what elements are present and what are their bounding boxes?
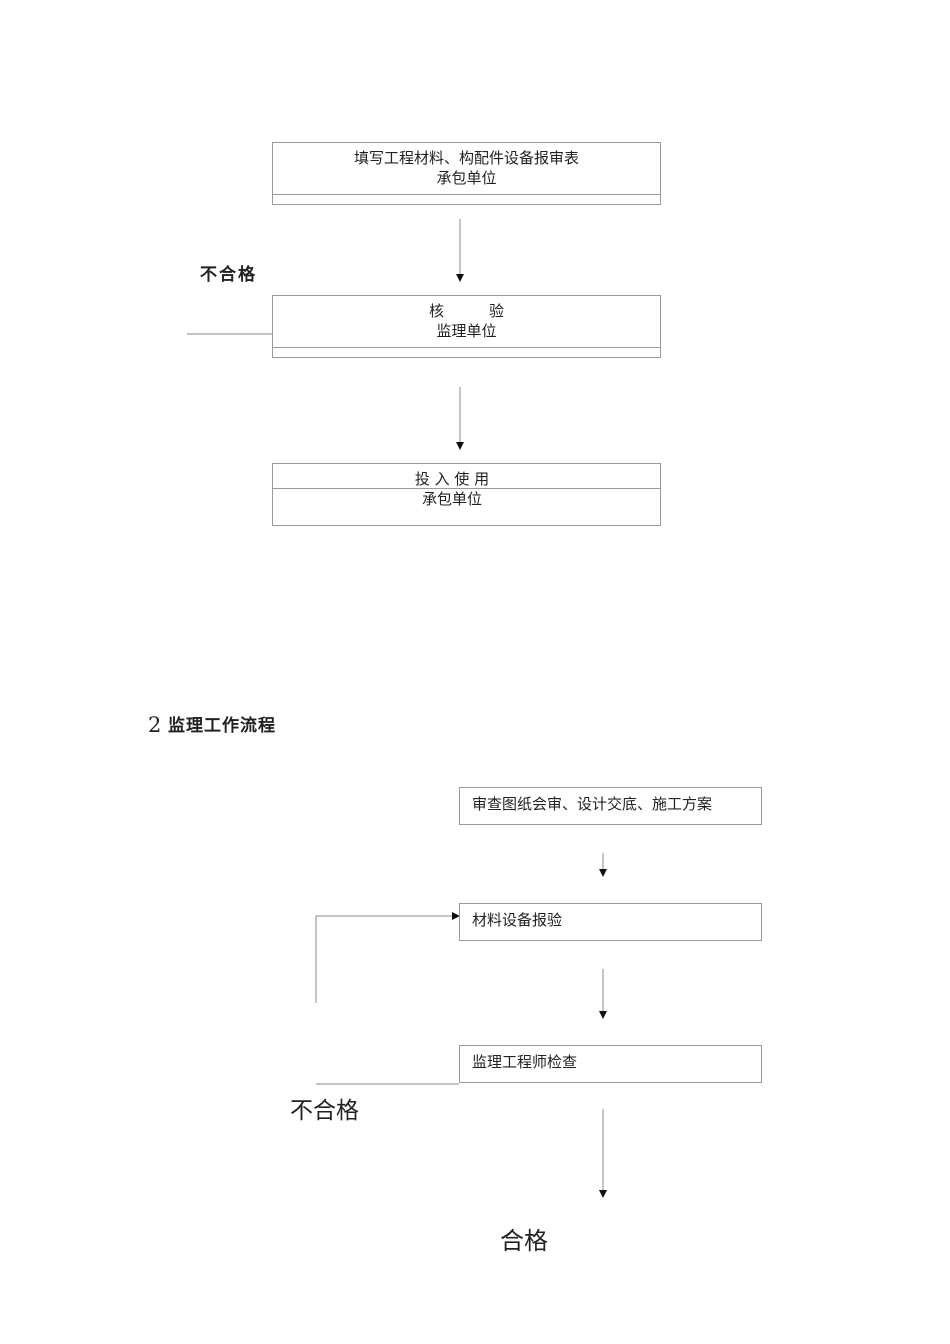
- flow1-step2-text: 核 验: [428, 302, 504, 320]
- flow2-reject-label: 不合格: [290, 1098, 359, 1124]
- section2-title: 监理工作流程: [168, 716, 276, 736]
- flow2-step3-box: [459, 1045, 762, 1083]
- flow2-step3-text: 监理工程师检查: [472, 1053, 578, 1071]
- flow1-step1-text: 填写工程材料、构配件设备报审表: [353, 149, 579, 167]
- flow1-step3-box: [272, 463, 661, 526]
- flow1-step2-unit: 监理单位: [436, 322, 497, 340]
- flow1-reject-label: 不合格: [200, 265, 257, 285]
- section2-number: 2: [148, 713, 162, 737]
- flow1-step2-box: [272, 295, 661, 358]
- flow1-step1-unit: 承包单位: [436, 169, 497, 187]
- flow1-step1-box: [272, 142, 661, 205]
- flow1-step3-unit: 承包单位: [421, 490, 482, 508]
- flow2-step2-box: [459, 903, 762, 941]
- flow2-step1-text: 审查图纸会审、设计交底、施工方案: [472, 795, 713, 813]
- flow2-step2-text: 材料设备报验: [472, 911, 563, 929]
- flow2-pass-label: 合格: [500, 1227, 548, 1255]
- flow2-step1-box: [459, 787, 762, 825]
- flow1-step3-text: 投 入 使 用: [414, 470, 490, 488]
